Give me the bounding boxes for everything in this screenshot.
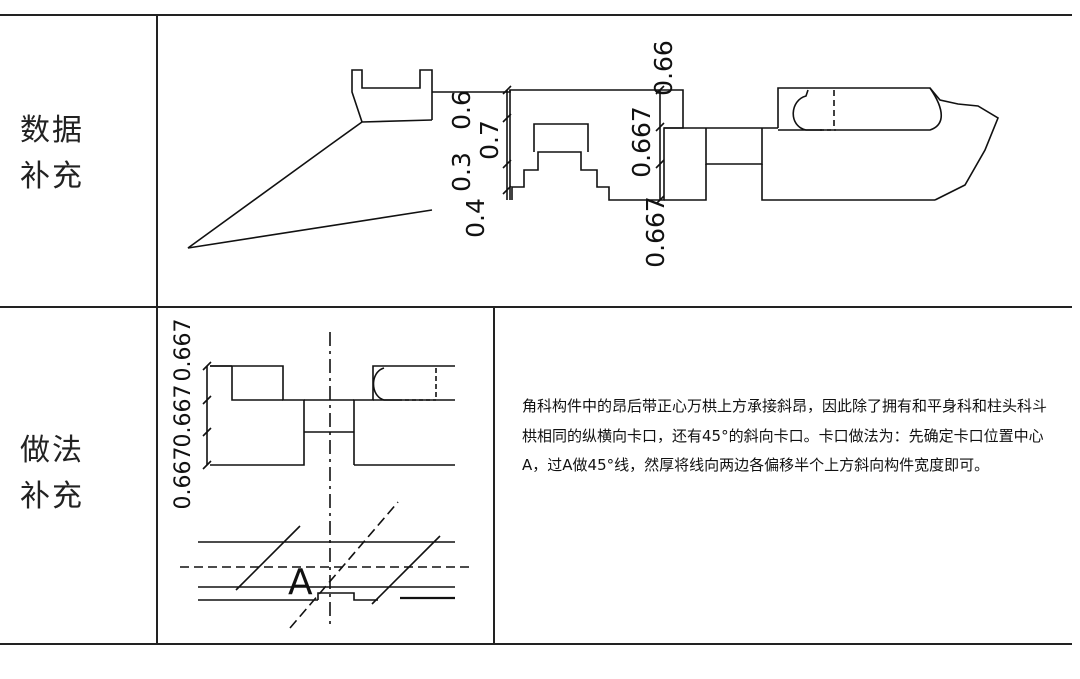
top-drawing: [187, 69, 999, 249]
diag-center-dashed: [289, 501, 399, 629]
connector-bottom: [664, 164, 707, 201]
dim-label-b1: 0.667: [171, 319, 196, 382]
main-block-outline: [432, 89, 684, 201]
right-notch-curve: [372, 367, 398, 401]
dim-ticks-right: [655, 85, 665, 205]
right-block-outline: [777, 87, 999, 201]
point-a-label: A: [288, 562, 313, 603]
dim-label-b3: 0.667: [171, 447, 196, 510]
method-description: 角科构件中的昂后带正心万栱上方承接斜昂，因此除了拥有和平身科和柱头科斗栱相同的纵…: [522, 397, 1048, 474]
u-bracket: [351, 69, 433, 123]
row2-label-line2: 补充: [20, 479, 84, 514]
inner-slot: [533, 123, 589, 152]
beak-outline: [187, 119, 433, 249]
row1-label-line1: 数据: [20, 113, 84, 148]
right-inner-curve: [778, 87, 943, 131]
label-column-divider: [156, 14, 158, 645]
dim-label-b2: 0.667: [171, 385, 196, 448]
dim-label-0-3: 0.3: [447, 152, 476, 192]
connector-bottom-right: [761, 164, 935, 201]
plan-bottom-step: [317, 592, 378, 601]
right-curve-notch: [792, 89, 822, 131]
left-block-outline: [210, 365, 305, 466]
bottom-dim-labels: 0.667 0.667 0.667 A: [171, 319, 313, 603]
row1-label-line2: 补充: [20, 159, 84, 194]
dim-ticks-left: [502, 85, 512, 195]
diag-offset-right: [371, 535, 441, 605]
dim-label-0-7: 0.7: [475, 120, 504, 160]
dim-label-0-66: 0.66: [649, 40, 678, 96]
drawing-column-divider: [493, 306, 495, 645]
row2-label: 做法 补充: [20, 428, 84, 520]
connector-slot: [705, 128, 763, 165]
left-inner-rect: [231, 366, 283, 401]
dim-label-0-667-b: 0.667: [641, 196, 670, 268]
row1-label: 数据 补充: [20, 108, 84, 200]
dim-label-0-6: 0.6: [447, 90, 476, 130]
row2-label-line1: 做法: [20, 433, 84, 468]
bottom-drawing: [180, 332, 470, 629]
table-top-border: [0, 14, 1072, 16]
top-dim-labels: 0.6 0.7 0.3 0.4 0.66 0.667 0.667: [447, 40, 678, 268]
dim-label-0-4: 0.4: [461, 198, 490, 238]
dim-ticks-bottom: [202, 361, 212, 470]
right-block-outline-bottom: [353, 365, 455, 465]
diag-offset-left: [235, 525, 301, 591]
row-divider: [0, 306, 1072, 308]
dim-label-0-667-a: 0.667: [627, 106, 656, 178]
table-bottom-border: [0, 643, 1072, 645]
